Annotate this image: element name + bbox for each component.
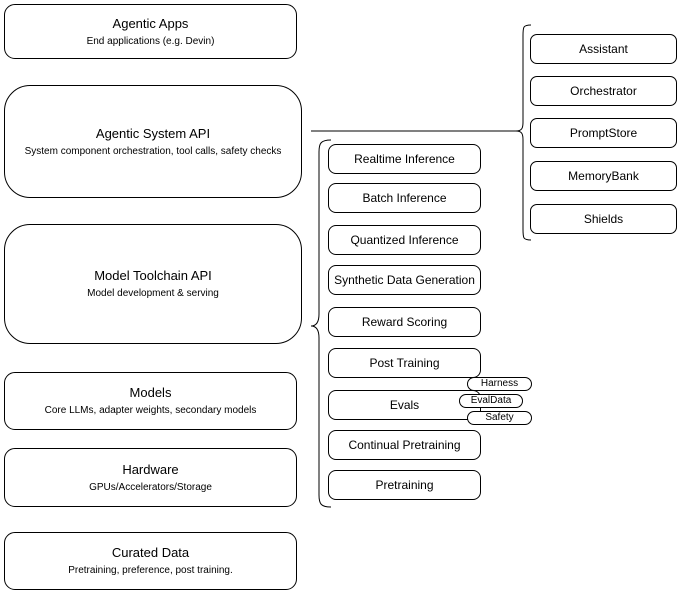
node-subtitle: GPUs/Accelerators/Storage (89, 481, 212, 493)
node-label: Reward Scoring (361, 315, 448, 329)
node-label: Post Training (369, 356, 440, 370)
node-label: Pretraining (375, 478, 434, 492)
node-pretraining: Pretraining (328, 470, 481, 500)
node-title: Hardware (122, 461, 179, 477)
node-label: Realtime Inference (354, 152, 455, 166)
node-label: Batch Inference (362, 191, 447, 205)
node-agentic-system-api: Agentic System API System component orch… (4, 85, 302, 198)
node-subtitle: Core LLMs, adapter weights, secondary mo… (44, 405, 257, 416)
node-orchestrator: Orchestrator (530, 76, 677, 106)
node-agentic-apps: Agentic Apps End applications (e.g. Devi… (4, 4, 297, 59)
node-label: MemoryBank (568, 169, 639, 183)
node-promptstore: PromptStore (530, 118, 677, 148)
eval-tag-harness: Harness (467, 377, 532, 391)
node-label: Orchestrator (570, 84, 637, 98)
node-reward-scoring: Reward Scoring (328, 307, 481, 337)
node-batch-inference: Batch Inference (328, 183, 481, 213)
system-components-brace (515, 24, 532, 241)
node-label: Assistant (579, 42, 628, 56)
node-label: PromptStore (569, 126, 638, 140)
node-subtitle: End applications (e.g. Devin) (86, 35, 215, 47)
eval-tag-safety: Safety (467, 411, 532, 425)
node-models: Models Core LLMs, adapter weights, secon… (4, 372, 297, 430)
toolchain-brace (310, 139, 332, 508)
node-subtitle: Pretraining, preference, post training. (68, 565, 233, 576)
node-title: Agentic System API (95, 125, 211, 141)
node-quantized-inference: Quantized Inference (328, 225, 481, 255)
node-post-training: Post Training (328, 348, 481, 378)
node-realtime-inference: Realtime Inference (328, 144, 481, 174)
node-evals: Evals (328, 390, 481, 420)
pill-label: EvalData (470, 395, 512, 406)
node-title: Curated Data (111, 545, 190, 560)
node-title: Model Toolchain API (94, 268, 212, 283)
node-label: Evals (389, 398, 420, 412)
node-continual-pretraining: Continual Pretraining (328, 430, 481, 460)
node-shields: Shields (530, 204, 677, 234)
node-label: Synthetic Data Generation (334, 273, 475, 287)
node-model-toolchain-api: Model Toolchain API Model development & … (4, 224, 302, 344)
node-label: Quantized Inference (350, 233, 459, 247)
node-subtitle: Model development & serving (87, 288, 219, 299)
node-curated-data: Curated Data Pretraining, preference, po… (4, 532, 297, 590)
node-label: Shields (583, 212, 624, 226)
node-label: Continual Pretraining (348, 438, 461, 452)
node-subtitle: System component orchestration, tool cal… (24, 145, 282, 157)
node-memorybank: MemoryBank (530, 161, 677, 191)
eval-tag-evaldata: EvalData (459, 394, 523, 408)
node-assistant: Assistant (530, 34, 677, 64)
pill-label: Safety (485, 412, 514, 423)
node-hardware: Hardware GPUs/Accelerators/Storage (4, 448, 297, 507)
pill-label: Harness (480, 378, 519, 389)
node-title: Agentic Apps (112, 15, 189, 31)
node-synthetic-data-generation: Synthetic Data Generation (328, 265, 481, 295)
node-title: Models (129, 385, 172, 400)
